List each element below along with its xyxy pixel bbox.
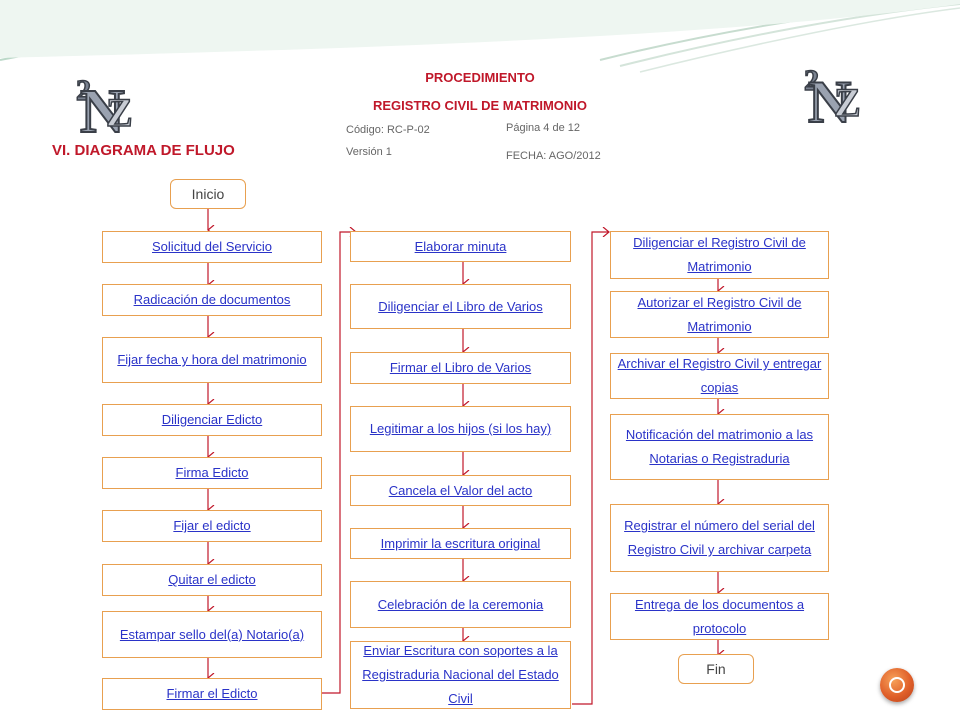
page-number: Página 4 de 12 <box>506 122 581 134</box>
document-date: FECHA: AGO/2012 <box>506 150 601 162</box>
step-enviar-escritura[interactable]: Enviar Escritura con soportes a la Regis… <box>350 641 571 709</box>
end-terminal: Fin <box>678 654 754 684</box>
step-celebracion-ceremonia[interactable]: Celebración de la ceremonia <box>350 581 571 628</box>
step-registrar-serial[interactable]: Registrar el número del serial del Regis… <box>610 504 829 572</box>
svg-text:2: 2 <box>76 74 91 107</box>
step-entrega-documentos[interactable]: Entrega de los documentos a protocolo <box>610 593 829 640</box>
step-firmar-edicto[interactable]: Firmar el Edicto <box>102 678 322 710</box>
step-imprimir-escritura[interactable]: Imprimir la escritura original <box>350 528 571 559</box>
step-elaborar-minuta[interactable]: Elaborar minuta <box>350 231 571 262</box>
step-fijar-fecha-hora[interactable]: Fijar fecha y hora del matrimonio <box>102 337 322 383</box>
step-solicitud-servicio[interactable]: Solicitud del Servicio <box>102 231 322 263</box>
procedure-label: PROCEDIMIENTO <box>425 70 535 85</box>
step-fijar-edicto[interactable]: Fijar el edicto <box>102 510 322 542</box>
step-firmar-libro-varios[interactable]: Firmar el Libro de Varios <box>350 352 571 384</box>
step-diligenciar-registro[interactable]: Diligenciar el Registro Civil de Matrimo… <box>610 231 829 279</box>
document-version: Versión 1 <box>346 146 392 158</box>
step-diligenciar-libro-varios[interactable]: Diligenciar el Libro de Varios <box>350 284 571 329</box>
step-diligenciar-edicto[interactable]: Diligenciar Edicto <box>102 404 322 436</box>
svg-text:N: N <box>808 69 851 130</box>
step-cancela-valor[interactable]: Cancela el Valor del acto <box>350 475 571 506</box>
document-title: REGISTRO CIVIL DE MATRIMONIO <box>372 98 588 113</box>
svg-text:Z: Z <box>106 90 133 135</box>
slide-nav-button[interactable] <box>880 668 914 702</box>
step-archivar-registro[interactable]: Archivar el Registro Civil y entregar co… <box>610 353 829 399</box>
step-legitimar-hijos[interactable]: Legitimar a los hijos (si los hay) <box>350 406 571 452</box>
step-quitar-edicto[interactable]: Quitar el edicto <box>102 564 322 596</box>
svg-text:Z: Z <box>834 80 861 125</box>
step-estampar-sello[interactable]: Estampar sello del(a) Notario(a) <box>102 611 322 658</box>
svg-text:2: 2 <box>804 64 819 97</box>
section-title: VI. DIAGRAMA DE FLUJO <box>52 142 235 159</box>
step-radicacion-documentos[interactable]: Radicación de documentos <box>102 284 322 316</box>
company-logo-right: 2 N Z <box>796 58 880 130</box>
company-logo-left: 2 N Z <box>68 66 152 140</box>
step-firma-edicto[interactable]: Firma Edicto <box>102 457 322 489</box>
document-code: Código: RC-P-02 <box>346 124 430 136</box>
start-terminal: Inicio <box>170 179 246 209</box>
step-notificacion-matrimonio[interactable]: Notificación del matrimonio a las Notari… <box>610 414 829 480</box>
step-autorizar-registro[interactable]: Autorizar el Registro Civil de Matrimoni… <box>610 291 829 338</box>
svg-text:N: N <box>80 78 125 140</box>
